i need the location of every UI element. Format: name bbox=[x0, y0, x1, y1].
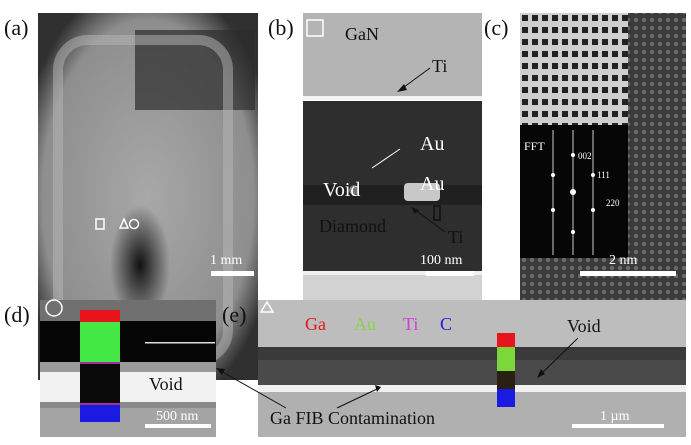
panel-d-label: (d) bbox=[4, 302, 30, 327]
dark-void-region bbox=[110, 205, 170, 325]
fft-label: FFT bbox=[524, 139, 545, 153]
eds-au-segment bbox=[80, 322, 120, 362]
simulated-lattice-inset bbox=[520, 13, 628, 125]
arrow-contamination bbox=[336, 388, 378, 409]
gan-label: GaN bbox=[345, 24, 379, 44]
void-particle bbox=[404, 183, 440, 201]
eds-ti-line bbox=[80, 362, 120, 364]
arrow-head bbox=[397, 84, 407, 92]
fft-center-spot bbox=[570, 189, 576, 195]
panel-b-label: (b) bbox=[268, 15, 294, 40]
panel-a-scale-label: 1 mm bbox=[210, 253, 242, 268]
ti-layer-bottom bbox=[303, 271, 482, 275]
void-region bbox=[40, 372, 216, 402]
panel-d-scale-label: 500 nm bbox=[156, 409, 199, 424]
ti-bottom-label: Ti bbox=[448, 227, 463, 247]
eds-c-segment bbox=[497, 389, 515, 407]
arrow-void bbox=[371, 148, 401, 169]
interface-line bbox=[145, 342, 215, 344]
eds-ga-segment bbox=[80, 310, 120, 322]
eds-c-segment bbox=[80, 405, 120, 422]
panel-e-scale-bar bbox=[572, 424, 664, 428]
rectangle-marker bbox=[433, 205, 441, 221]
panel-d-scale-bar bbox=[145, 424, 211, 428]
spot-220-label: 220 bbox=[606, 198, 620, 208]
panel-e-scale-label: 1 µm bbox=[600, 409, 630, 424]
eds-ga-segment bbox=[497, 333, 515, 347]
panel-e: (e) Ga Au Ti C Void Ga FIB Contamination… bbox=[216, 300, 686, 437]
triangle-marker bbox=[118, 217, 130, 229]
au-top-label: Au bbox=[420, 133, 444, 155]
legend-ga: Ga bbox=[305, 314, 326, 334]
arrow-head bbox=[537, 369, 545, 378]
fft-spot bbox=[591, 173, 595, 177]
ti-top-label: Ti bbox=[432, 56, 447, 76]
arrow-head bbox=[411, 207, 419, 214]
panel-a-label: (a) bbox=[4, 15, 28, 40]
panel-d: (d) Void 500 nm bbox=[4, 299, 216, 437]
panel-e-label: (e) bbox=[222, 302, 246, 327]
panel-a-scale-bar bbox=[211, 271, 254, 276]
arrow-void bbox=[539, 337, 579, 376]
au-bottom-label: Au bbox=[420, 173, 444, 195]
eds-ti-segment bbox=[497, 371, 515, 389]
legend-au: Au bbox=[354, 314, 376, 334]
panel-b: (b) GaN Ti Au Void Au Diamond Ti 100 nm bbox=[268, 13, 482, 378]
legend-ti: Ti bbox=[403, 314, 418, 334]
contamination-label: Ga FIB Contamination bbox=[270, 408, 435, 428]
rough-layer bbox=[40, 402, 216, 408]
substrate bbox=[258, 392, 686, 437]
fft-spot bbox=[551, 208, 555, 212]
fft-spot bbox=[571, 230, 575, 234]
arrow-head bbox=[375, 385, 381, 392]
legend-c: C bbox=[440, 314, 452, 334]
void-label: Void bbox=[149, 374, 183, 394]
rough-layer bbox=[40, 362, 216, 372]
top-layer bbox=[40, 300, 216, 321]
metal-layer bbox=[40, 321, 216, 362]
circle-marker bbox=[45, 299, 63, 317]
fft-spot bbox=[551, 173, 555, 177]
panel-b-scale-bar bbox=[426, 271, 474, 276]
void-label: Void bbox=[323, 179, 360, 201]
diamond-label: Diamond bbox=[319, 216, 386, 236]
eds-ti-line bbox=[80, 403, 120, 405]
panel-c-scale-label: 2 nm bbox=[609, 253, 638, 268]
fft-spot bbox=[591, 208, 595, 212]
spot-111-label: 111 bbox=[597, 170, 610, 180]
eds-au-segment bbox=[497, 347, 515, 371]
arrow-to-panel-d bbox=[218, 369, 287, 409]
ti-layer-top bbox=[303, 96, 482, 100]
void-label: Void bbox=[567, 316, 601, 336]
square-marker bbox=[95, 218, 105, 230]
circle-marker bbox=[128, 218, 140, 230]
panel-b-scale-label: 100 nm bbox=[420, 253, 463, 268]
void-small bbox=[349, 185, 359, 195]
fft-spot bbox=[571, 153, 575, 157]
arrow-head bbox=[216, 368, 225, 375]
triangle-marker bbox=[259, 300, 275, 313]
square-marker bbox=[306, 19, 324, 37]
contaminated-layer bbox=[258, 360, 686, 385]
spot-002-label: 002 bbox=[578, 151, 592, 161]
gan-layer bbox=[303, 13, 482, 97]
void-gap bbox=[258, 385, 686, 392]
panel-c-scale-bar bbox=[580, 271, 676, 276]
arrow-ti-bottom bbox=[413, 208, 446, 233]
panel-c-label: (c) bbox=[484, 15, 508, 40]
eds-ti-segment bbox=[80, 362, 120, 405]
